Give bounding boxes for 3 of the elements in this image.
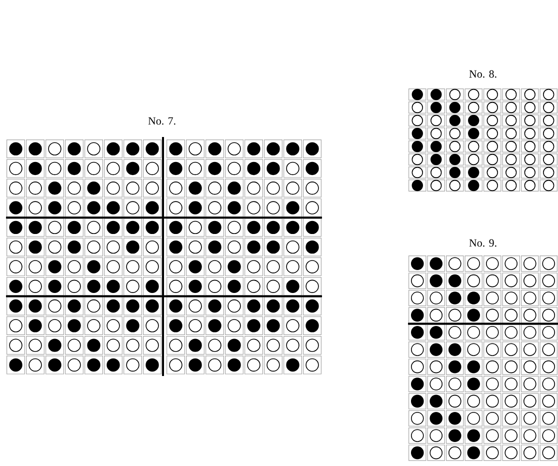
figure-number: No. 7. [148,117,176,125]
figure-number: No. 9. [469,239,496,247]
figure-number: No. 8. [469,70,496,78]
